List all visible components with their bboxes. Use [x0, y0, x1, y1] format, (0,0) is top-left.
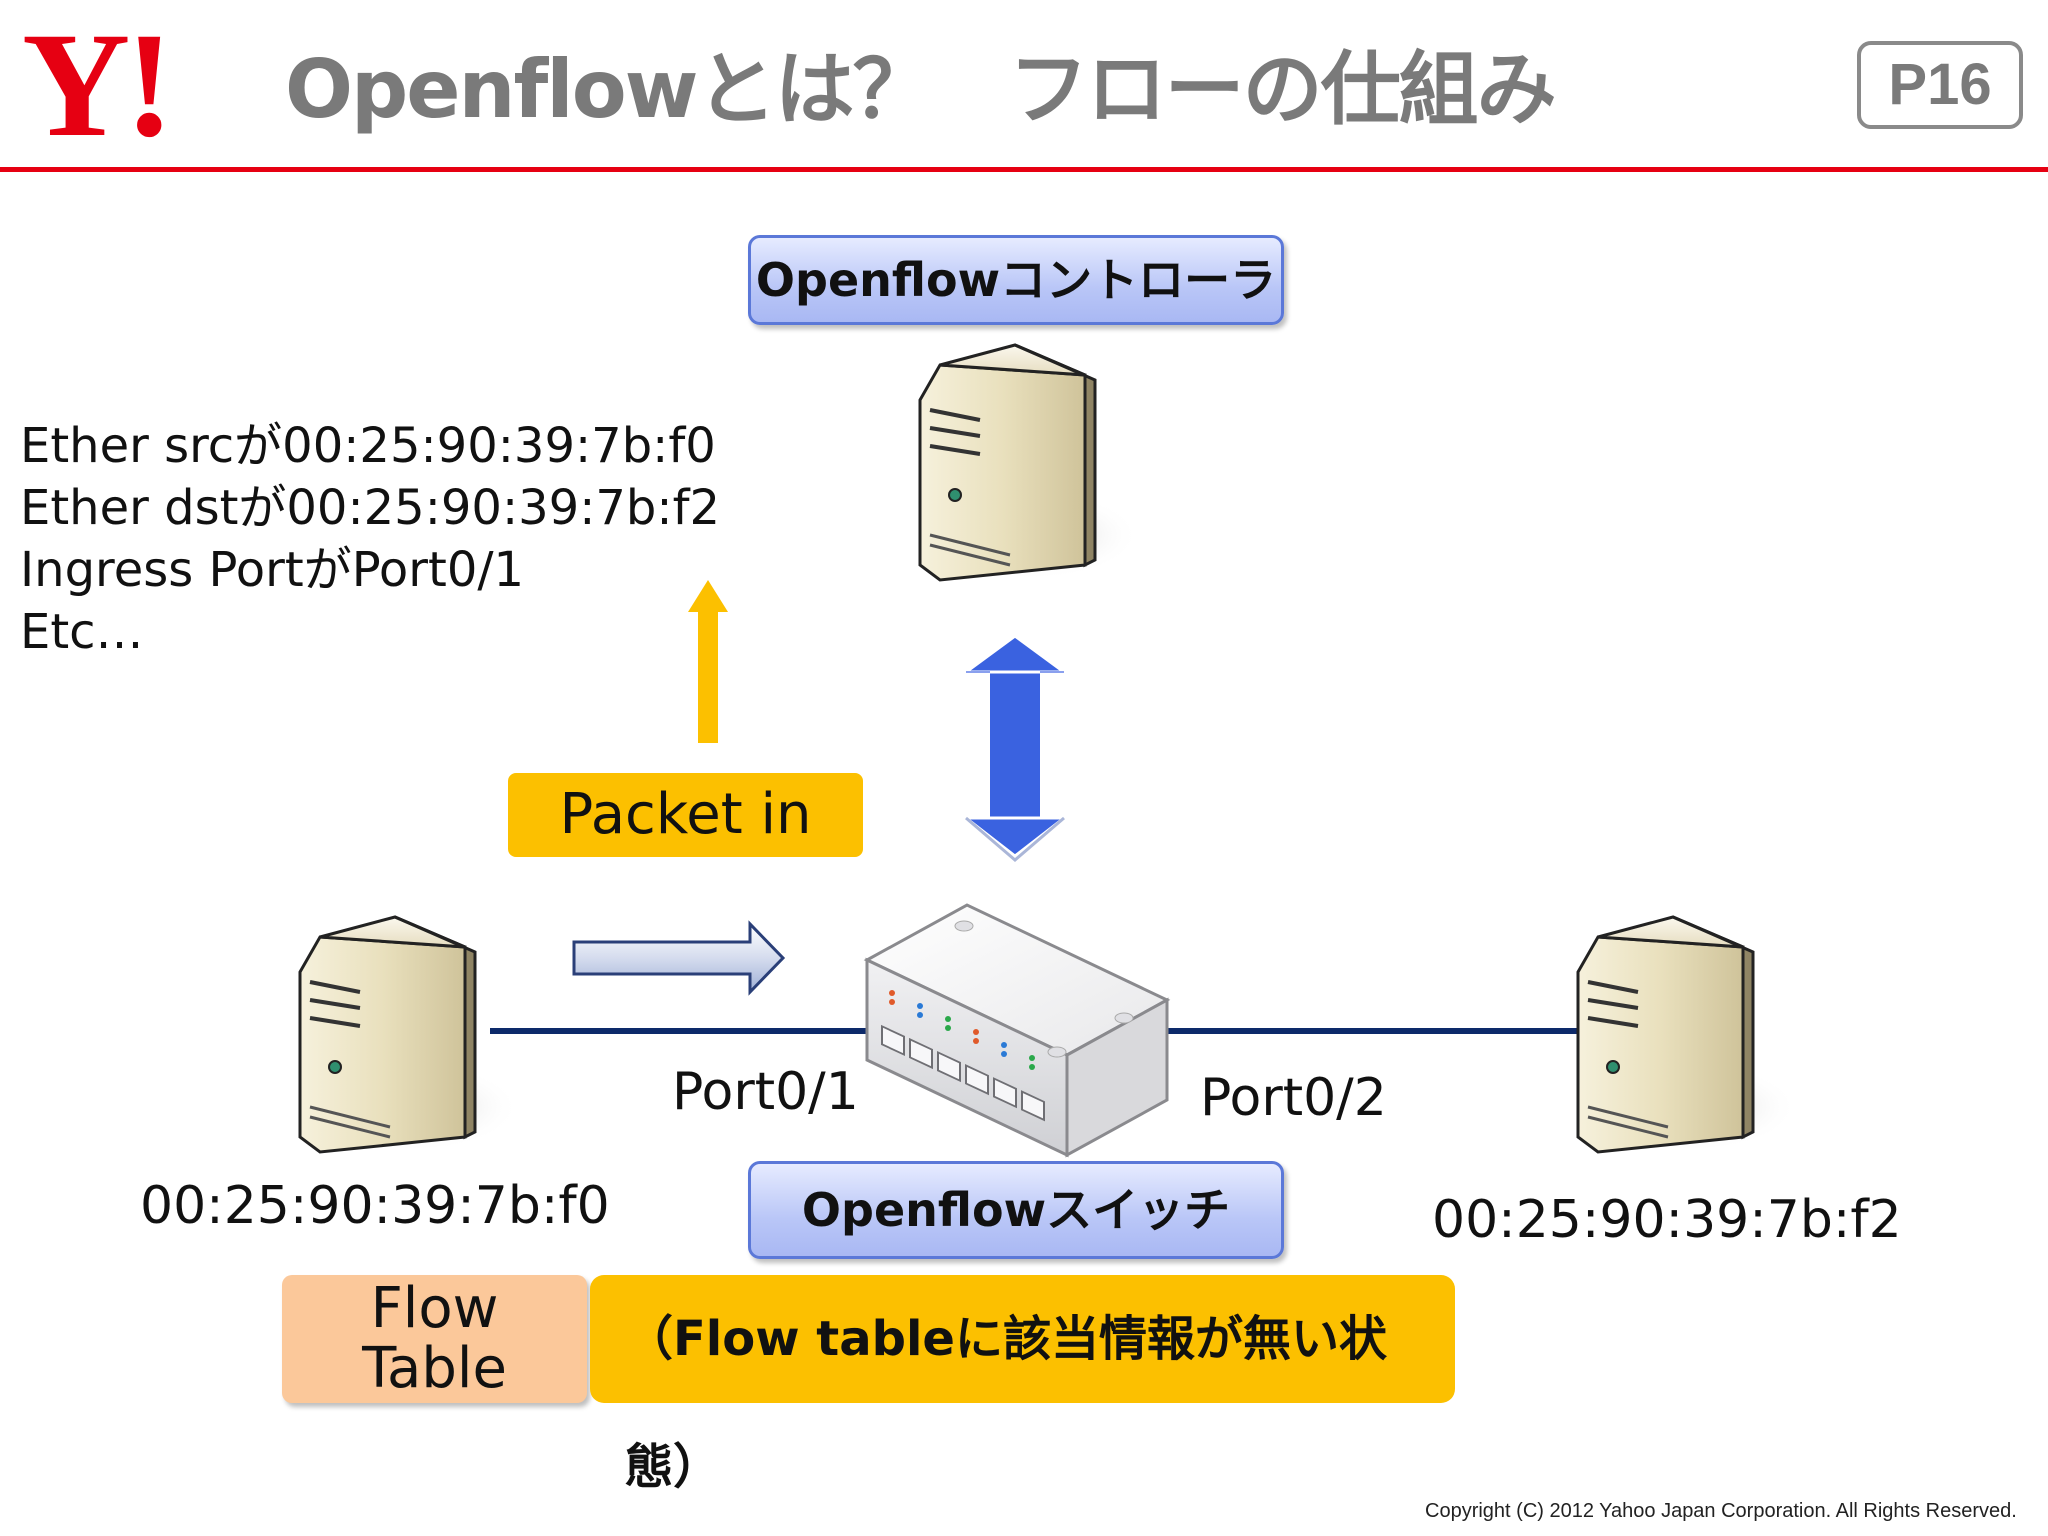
controller-server-icon [918, 343, 1140, 582]
left-host-mac: 00:25:90:39:7b:f0 [140, 1176, 610, 1236]
yahoo-logo: Y! [22, 2, 174, 168]
page-number-badge: P16 [1857, 41, 2023, 129]
packet-info-line: Etc… [20, 604, 144, 660]
port-left-label: Port0/1 [672, 1062, 859, 1122]
packet-in-label: Packet in [508, 773, 863, 857]
copyright-text: Copyright (C) 2012 Yahoo Japan Corporati… [1425, 1500, 2017, 1522]
flow-table-label: Flow Table [282, 1275, 587, 1403]
packet-info-line: Ingress PortがPort0/1 [20, 542, 525, 598]
page-title: Openflowとは？ フローの仕組み [285, 43, 1557, 136]
controller-label: Openflowコントローラ [748, 235, 1284, 325]
port-right-label: Port0/2 [1200, 1068, 1387, 1128]
packet-in-arrow-icon [688, 580, 728, 743]
packet-info-list: Ether srcが00:25:90:39:7b:f0 Ether dstが00… [20, 415, 720, 663]
right-host-mac: 00:25:90:39:7b:f2 [1432, 1190, 1902, 1250]
packet-info-line: Ether srcが00:25:90:39:7b:f0 [20, 418, 716, 474]
left-host-server-icon [298, 915, 520, 1154]
header-divider [0, 167, 2048, 172]
openflow-switch-icon [863, 903, 1171, 1158]
control-channel-arrow-icon [961, 634, 1069, 862]
flow-table-line: Table [362, 1336, 507, 1401]
flow-table-line: Flow [370, 1276, 499, 1341]
forward-arrow-icon [572, 920, 786, 996]
switch-label: Openflowスイッチ [748, 1161, 1284, 1259]
packet-info-line: Ether dstが00:25:90:39:7b:f2 [20, 480, 721, 536]
right-host-server-icon [1576, 915, 1798, 1154]
flow-table-note: （Flow tableに該当情報が無い状態） [590, 1275, 1455, 1495]
